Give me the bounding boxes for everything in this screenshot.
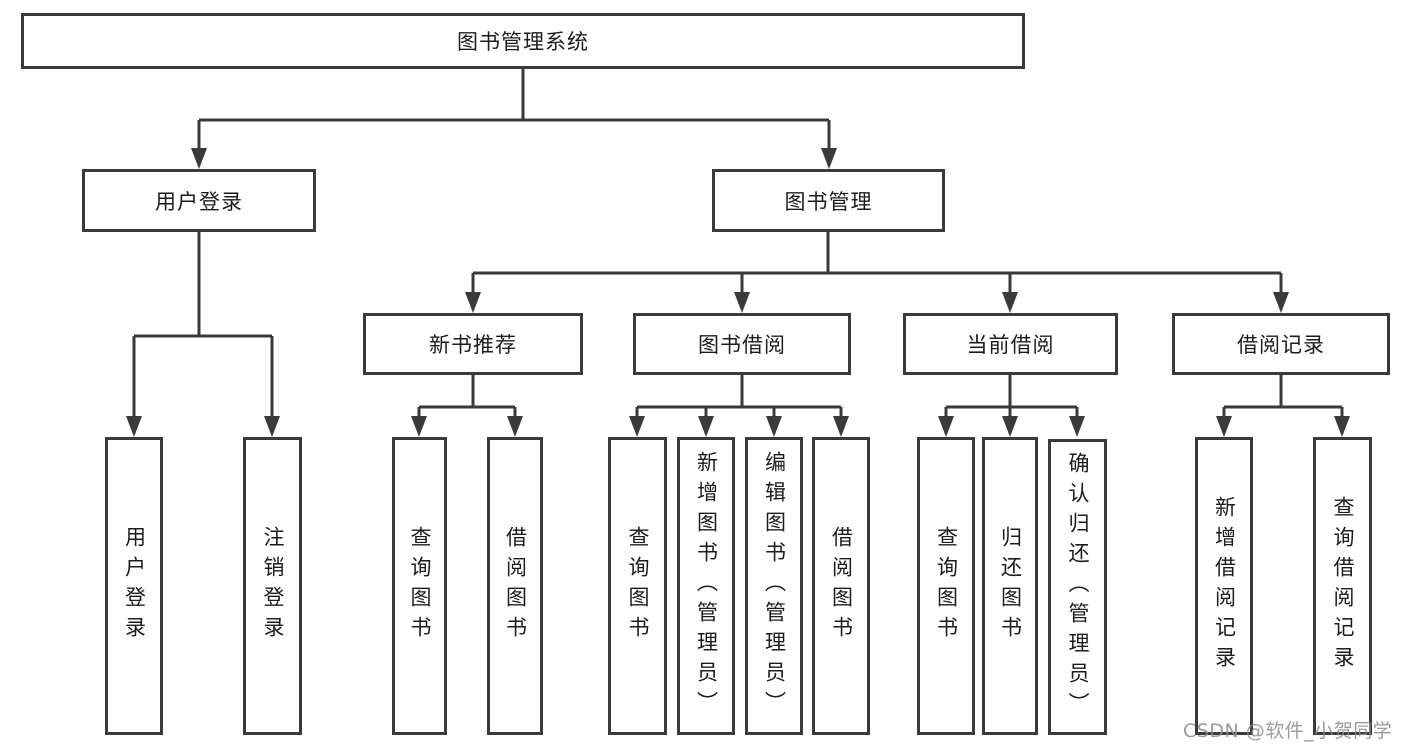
node-label: 图书管理系统 [457,30,589,54]
leaf-user-login: 用户登录 [105,437,163,735]
arrowhead-icon [411,416,427,437]
node-user-login: 用户登录 [82,169,316,232]
node-library-management-system: 图书管理系统 [21,13,1025,69]
arrowhead-icon [1216,416,1232,437]
leaf-borrow-books-2: 借阅图书 [812,437,870,735]
csdn-watermark: CSDN @软件_小贺同学 [1183,720,1393,742]
leaf-query-books-1: 查询图书 [392,437,447,735]
connector-borrow-records-to-leaves [1216,375,1350,437]
node-label: 归还图书 [998,526,1023,646]
node-label: 新增借阅记录 [1212,496,1237,676]
leaf-confirm-return-admin: 确认归还（管理员） [1048,439,1107,735]
arrowhead-icon [698,416,714,437]
leaf-query-books-3: 查询图书 [917,437,975,735]
node-label: 查询图书 [934,526,959,646]
arrowhead-icon [264,416,280,437]
node-label: 确认归还（管理员） [1066,452,1090,722]
connector-current-borrow-to-leaves [938,375,1085,437]
arrowhead-icon [507,416,523,437]
node-label: 借阅记录 [1237,333,1325,357]
connector-book-mgmt-to-level3 [465,232,1289,313]
node-label: 编辑图书（管理员） [762,451,787,721]
node-label: 新书推荐 [429,333,517,357]
arrowhead-icon [629,416,645,437]
node-label: 用户登录 [122,526,147,646]
node-label: 借阅图书 [829,526,854,646]
node-label: 图书借阅 [698,333,786,357]
node-new-book-recommendation: 新书推荐 [363,313,583,375]
node-label: 新增图书（管理员） [694,451,719,721]
leaf-query-books-2: 查询图书 [608,437,667,735]
leaf-logout: 注销登录 [243,437,302,735]
node-book-borrowing: 图书借阅 [633,313,851,375]
arrowhead-icon [734,292,750,313]
node-label: 注销登录 [261,526,285,646]
leaf-return-books: 归还图书 [982,437,1038,735]
connector-new-book-rec-to-leaves [411,375,523,437]
arrowhead-icon [126,416,142,437]
leaf-edit-books-admin: 编辑图书（管理员） [745,437,803,735]
leaf-borrow-books-1: 借阅图书 [487,437,543,735]
arrowhead-icon [1002,416,1018,437]
node-label: 当前借阅 [966,333,1055,357]
node-book-management: 图书管理 [712,169,945,232]
connector-book-borrow-to-leaves [629,375,849,437]
leaf-add-borrow-record: 新增借阅记录 [1195,437,1253,735]
arrowhead-icon [938,416,954,437]
leaf-query-borrow-record: 查询借阅记录 [1313,437,1372,735]
arrowhead-icon [1002,292,1018,313]
node-current-borrowing: 当前借阅 [903,313,1118,375]
arrowhead-icon [1273,292,1289,313]
arrowhead-icon [1334,416,1350,437]
node-label: 查询借阅记录 [1331,496,1355,676]
arrowhead-icon [465,292,481,313]
node-label: 图书管理 [784,189,873,214]
node-borrowing-records: 借阅记录 [1172,313,1390,375]
node-label: 用户登录 [155,189,243,214]
arrowhead-icon [1069,416,1085,437]
node-label: 查询图书 [626,526,650,646]
connector-root-to-level2 [191,69,837,169]
connector-user-login-to-leaves [126,232,280,437]
node-label: 查询图书 [408,526,432,646]
arrowhead-icon [821,148,837,169]
arrowhead-icon [766,416,782,437]
node-label: 借阅图书 [503,526,528,646]
arrowhead-icon [833,416,849,437]
arrowhead-icon [191,148,207,169]
leaf-add-books-admin: 新增图书（管理员） [677,437,735,735]
